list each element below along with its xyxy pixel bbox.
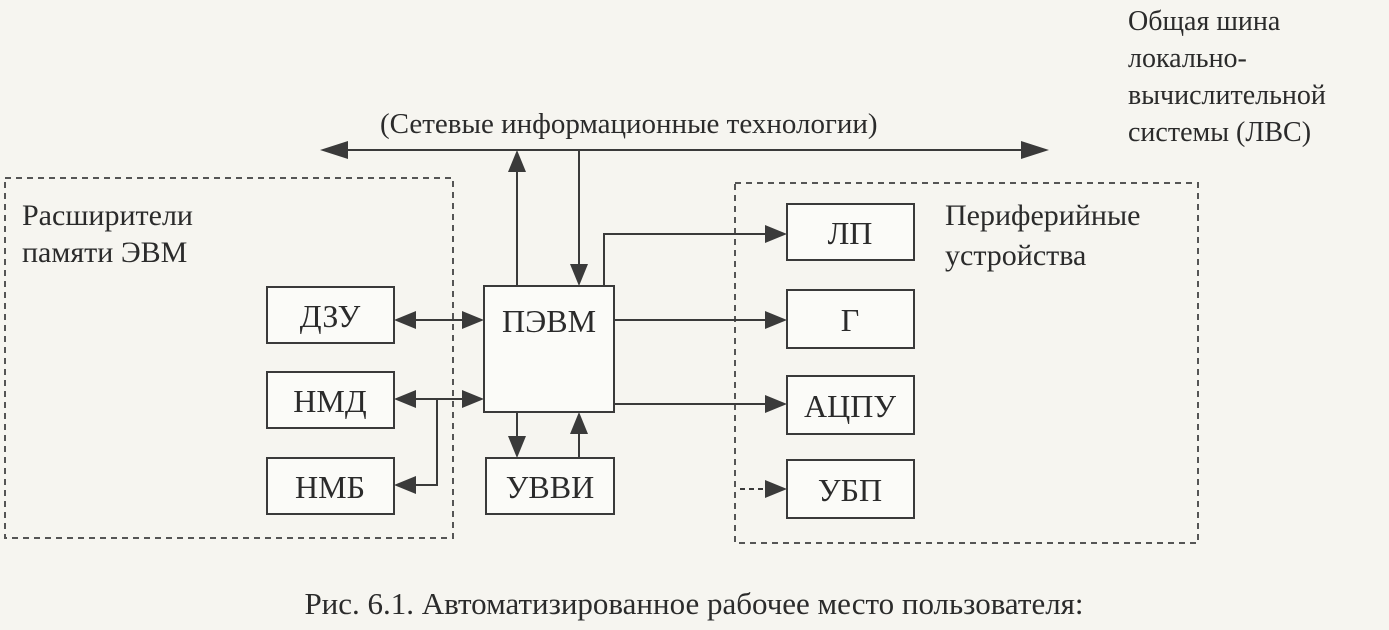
bus-left-arrowhead (320, 141, 348, 159)
nmb-branch-line (414, 399, 438, 486)
nmd-pc-left-arrowhead (394, 390, 416, 408)
memory-expanders-group (4, 177, 454, 539)
bus-label-line-4: системы (ЛВС) (1128, 117, 1311, 148)
peripheral-group-title-line-2: устройства (945, 239, 1086, 272)
ubp-label: УБП (818, 472, 882, 508)
nmb-box (266, 457, 395, 515)
nmb-arrowhead (394, 476, 416, 494)
ubp-arrowhead (765, 480, 787, 498)
nmb-label: НМБ (295, 469, 365, 505)
g-label: Г (841, 302, 860, 338)
bus-label-line-2: локально- (1128, 43, 1247, 74)
pc-label: ПЭВМ (502, 303, 596, 339)
bus-right-arrowhead (1021, 141, 1049, 159)
uvvi-to-pc-arrowhead (570, 412, 588, 434)
uvvi-box (485, 457, 615, 515)
pc-to-uvvi-arrowhead (508, 436, 526, 458)
nmd-box (266, 371, 395, 429)
uvvi-label: УВВИ (506, 469, 594, 505)
bus-to-pc-arrowhead (570, 264, 588, 286)
dzu-label: ДЗУ (300, 298, 361, 334)
lp-arrowhead (765, 225, 787, 243)
network-label: (Сетевые информационные технологии) (380, 108, 878, 140)
g-arrowhead (765, 311, 787, 329)
acpu-box (786, 375, 915, 435)
memory-group-title-line-2: памяти ЭВМ (22, 236, 187, 269)
dzu-pc-right-arrowhead (462, 311, 484, 329)
pc-box (483, 285, 615, 413)
lp-box (786, 203, 915, 261)
acpu-label: АЦПУ (804, 388, 896, 424)
g-box (786, 289, 915, 349)
pc-to-bus-arrowhead (508, 150, 526, 172)
bus-label-line-1: Общая шина (1128, 6, 1281, 37)
lp-label: ЛП (828, 215, 873, 251)
peripheral-devices-group (734, 182, 1199, 544)
bus-label-line-3: вычислительной (1128, 80, 1326, 111)
pc-to-lp-line (603, 233, 767, 286)
memory-group-title-line-1: Расширители (22, 199, 193, 232)
acpu-arrowhead (765, 395, 787, 413)
figure-caption: Рис. 6.1. Автоматизированное рабочее мес… (304, 586, 1083, 621)
peripheral-group-title-line-1: Периферийные (945, 199, 1140, 232)
nmd-label: НМД (293, 383, 367, 419)
nmd-pc-right-arrowhead (462, 390, 484, 408)
dzu-pc-left-arrowhead (394, 311, 416, 329)
dzu-box (266, 286, 395, 344)
